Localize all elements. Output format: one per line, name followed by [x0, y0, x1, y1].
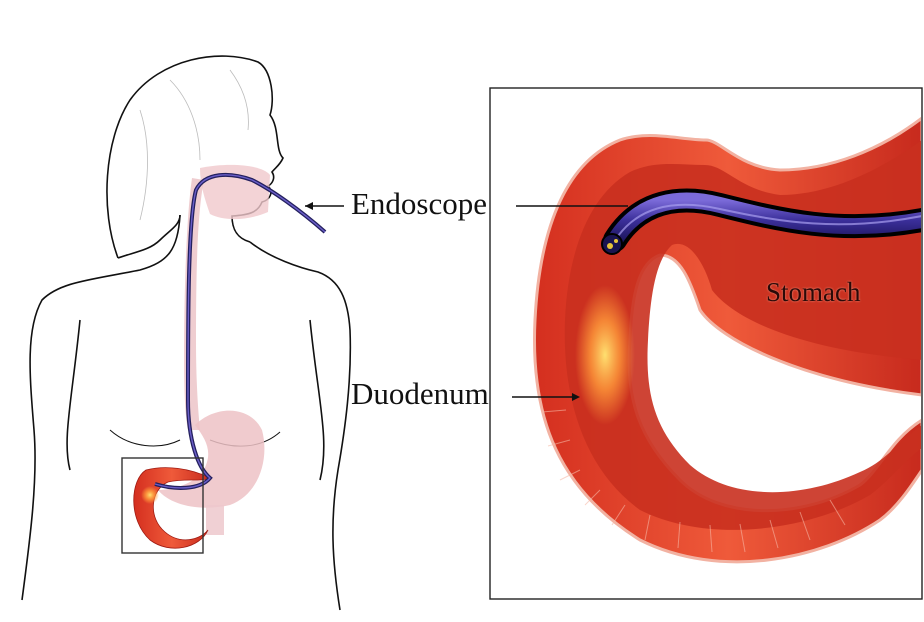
- label-stomach: Stomach: [766, 277, 861, 307]
- inset-marker-frame: [121, 457, 204, 554]
- mouth-tissue: [200, 164, 270, 220]
- duodenum-small: [133, 467, 211, 549]
- label-endoscope: Endoscope: [351, 186, 488, 221]
- detail-anatomy: [532, 116, 921, 564]
- label-duodenum: Duodenum: [351, 376, 489, 411]
- endoscope-tube: [607, 192, 921, 248]
- stomach-ghost: [158, 410, 265, 508]
